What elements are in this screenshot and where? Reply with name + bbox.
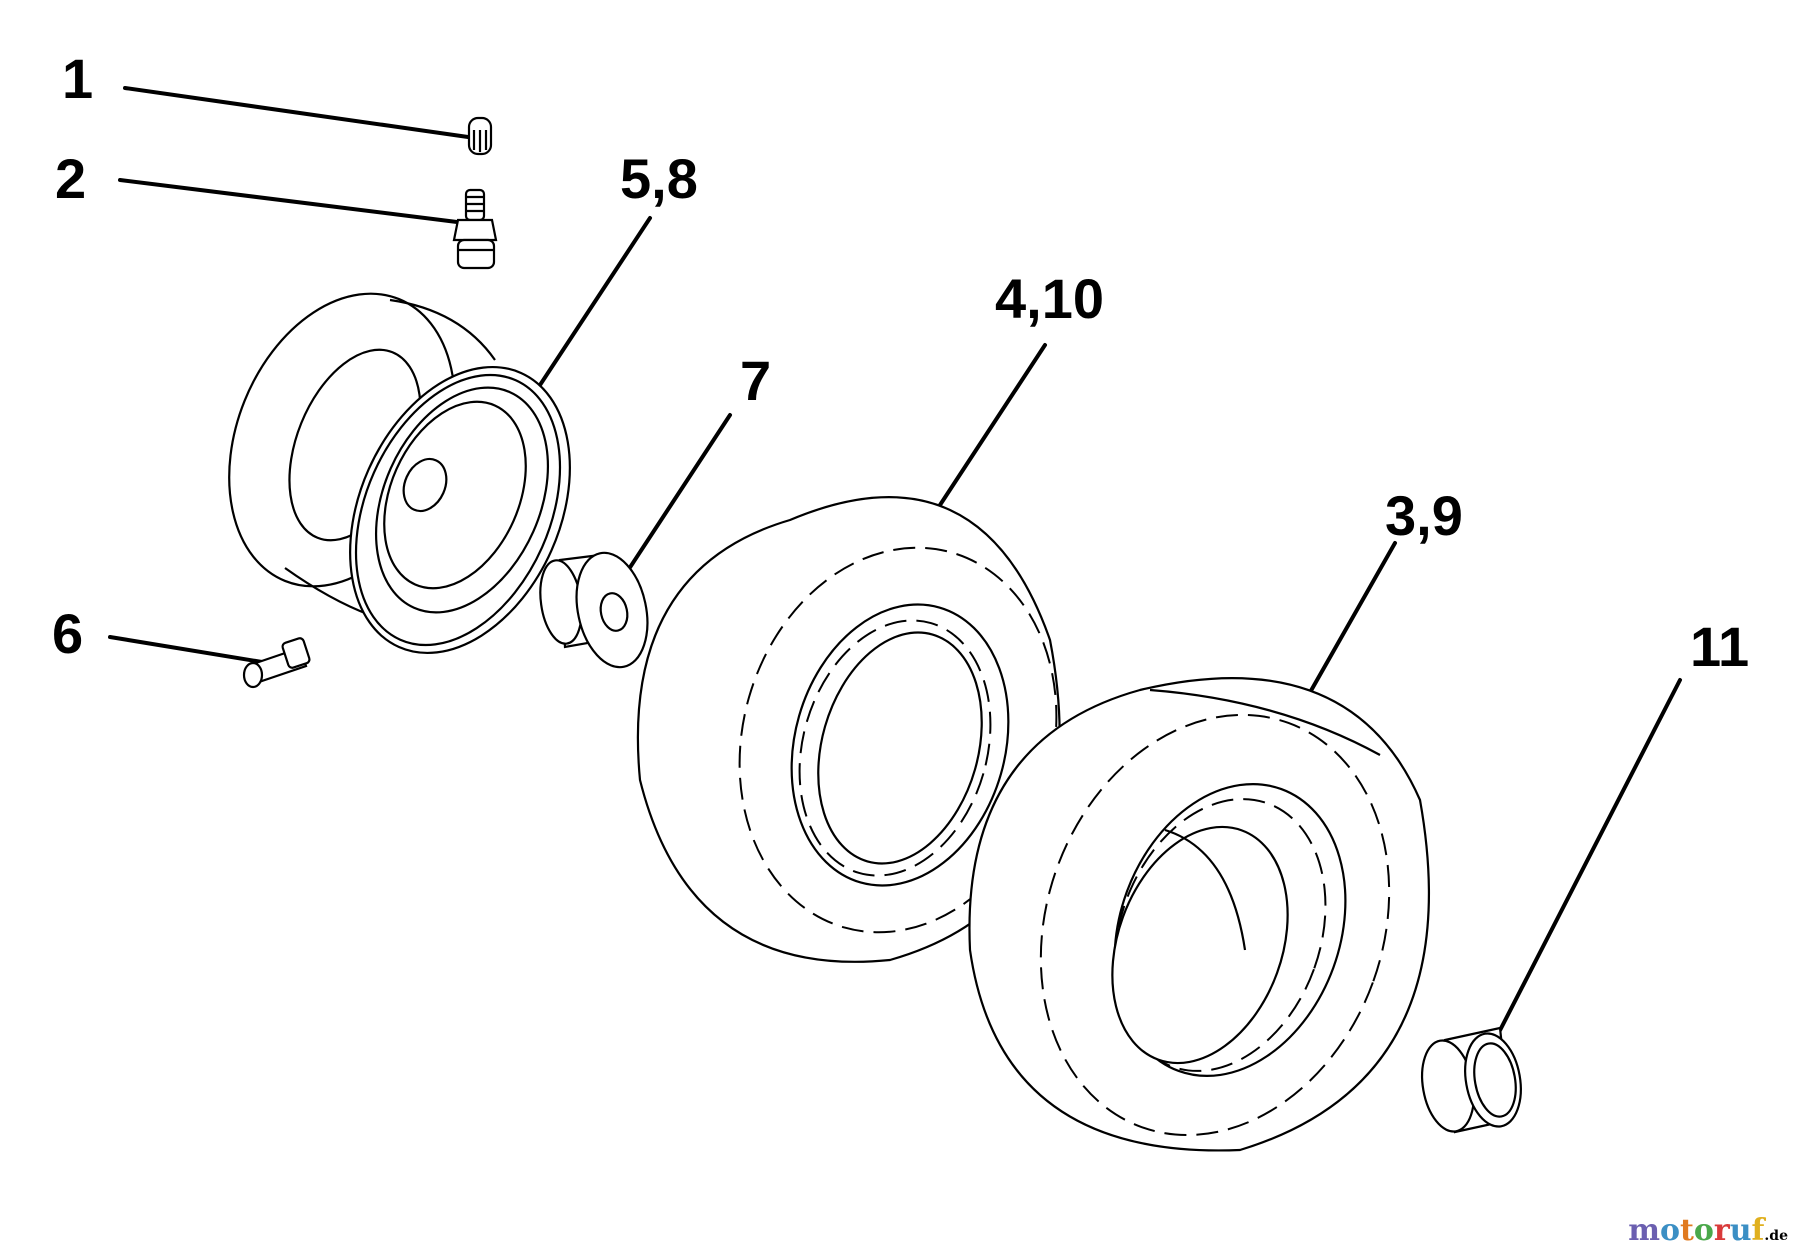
watermark-logo: motoruf.de — [1628, 1213, 1788, 1248]
watermark-text: motoruf — [1628, 1213, 1764, 1248]
tire-front — [636, 496, 1061, 963]
leader-line-1 — [123, 86, 477, 140]
callout-label-3-9: 3,9 — [1385, 484, 1463, 547]
leader-line-11 — [1493, 678, 1682, 1042]
wheel-rim — [228, 292, 571, 655]
watermark-letter: o — [1693, 1213, 1714, 1248]
watermark-letter: f — [1751, 1213, 1765, 1248]
watermark-letter: u — [1729, 1213, 1752, 1248]
hub-cap — [1421, 1026, 1522, 1134]
leader-line-3-9 — [1298, 541, 1397, 712]
watermark-letter: r — [1713, 1213, 1730, 1248]
watermark-suffix: .de — [1764, 1228, 1788, 1244]
leader-line-6 — [108, 635, 264, 664]
watermark-letter: m — [1628, 1213, 1660, 1248]
watermark-letter: o — [1660, 1213, 1681, 1248]
callout-label-2: 2 — [55, 147, 86, 210]
callout-label-4-10: 4,10 — [995, 267, 1104, 330]
valve-cap — [467, 116, 493, 156]
leader-line-7 — [623, 413, 732, 577]
callout-label-5-8: 5,8 — [620, 147, 698, 210]
grease-fitting — [242, 637, 311, 689]
callout-labels: 1 2 5,8 4,10 7 3,9 6 11 — [52, 47, 1749, 678]
leader-line-4-10 — [938, 343, 1047, 507]
leader-line-2 — [118, 178, 467, 225]
valve-stem — [452, 188, 498, 270]
callout-label-11: 11 — [1690, 615, 1749, 678]
flanged-bushing — [539, 551, 649, 669]
leader-lines — [108, 86, 1682, 1042]
callout-label-7: 7 — [740, 349, 771, 412]
leader-line-5-8 — [538, 216, 652, 387]
tire-rear — [968, 677, 1431, 1152]
callout-label-1: 1 — [62, 47, 93, 110]
callout-label-6: 6 — [52, 602, 83, 665]
watermark-letter: t — [1680, 1213, 1694, 1248]
